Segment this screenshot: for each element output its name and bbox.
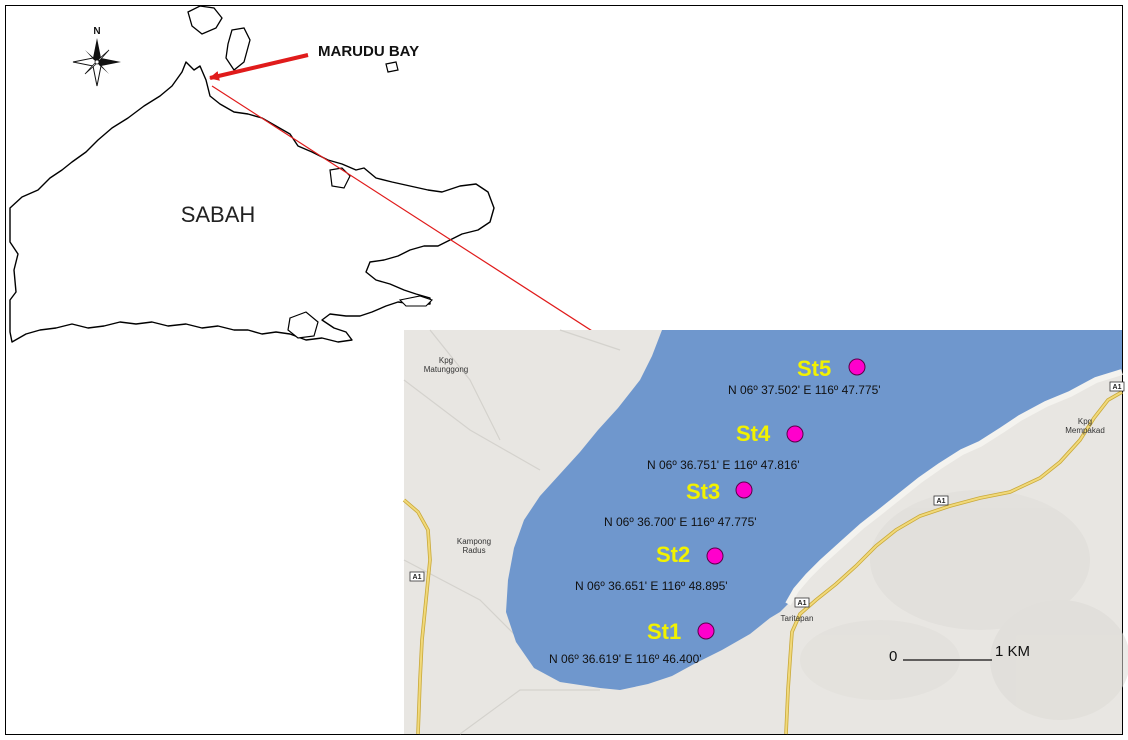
svg-text:N 06º 36.619' E 116º 46.400': N 06º 36.619' E 116º 46.400' [549, 652, 702, 666]
svg-text:St4: St4 [736, 421, 771, 446]
island-small-1 [385, 61, 399, 73]
road-badge-3: A1 [409, 571, 425, 582]
shoreline [785, 369, 1123, 606]
svg-text:N 06º 36.651' E 116º 48.895': N 06º 36.651' E 116º 48.895' [575, 579, 728, 593]
station-st1: St1 N 06º 36.619' E 116º 46.400' [549, 619, 715, 666]
svg-text:N 06º 37.502' E 116º 47.775': N 06º 37.502' E 116º 47.775' [728, 383, 881, 397]
sabah-overview-map: N SABAH MARUDU BAY [9, 5, 662, 376]
place-radus-line2: Radus [462, 546, 485, 555]
road-a1-west-fill [403, 499, 432, 735]
scale-bar: 0 1 KM [889, 643, 1030, 665]
sabah-landmass [9, 61, 495, 343]
scale-end-label: 1 KM [995, 643, 1030, 660]
place-taritapan: Taritapan [781, 614, 814, 623]
place-matunggong-line1: Kpg [439, 356, 453, 365]
island-north [187, 5, 223, 35]
svg-text:St5: St5 [797, 356, 831, 381]
svg-text:N 06º 36.700' E 116º 47.775': N 06º 36.700' E 116º 47.775' [604, 515, 757, 529]
place-matunggong-line2: Matunggong [424, 365, 468, 374]
svg-text:A1: A1 [413, 574, 422, 581]
callout-label: MARUDU BAY [318, 43, 419, 60]
station-st2: St2 N 06º 36.651' E 116º 48.895' [575, 542, 728, 593]
place-mempakad-line1: Kpg [1078, 417, 1092, 426]
island-small-3 [398, 295, 434, 307]
svg-text:St1: St1 [647, 619, 681, 644]
road-badge-2: A1 [933, 495, 949, 506]
road-a1-east-fill [785, 391, 1123, 735]
island-north-2 [225, 27, 251, 71]
callout-arrow [209, 53, 309, 81]
svg-text:A1: A1 [937, 498, 946, 505]
place-radus-line1: Kampong [457, 537, 491, 546]
station-st3: St3 N 06º 36.700' E 116º 47.775' [604, 479, 757, 529]
svg-text:A1: A1 [1113, 384, 1122, 391]
compass-north-label: N [93, 26, 100, 37]
svg-text:St3: St3 [686, 479, 720, 504]
svg-text:N 06º 36.751' E 116º 47.816': N 06º 36.751' E 116º 47.816' [647, 458, 800, 472]
road-badge-1: A1 [1109, 381, 1125, 392]
marudu-bay-water [506, 330, 1122, 690]
station-st5: St5 N 06º 37.502' E 116º 47.775' [728, 356, 881, 397]
inset-map: A1 A1 A1 A1 Kpg Matunggong Kpg Mempakad … [402, 329, 1128, 735]
region-label: SABAH [181, 202, 256, 227]
terrain-shading [800, 490, 1128, 720]
island-small-2 [287, 311, 319, 339]
compass-rose [72, 38, 121, 87]
station-st4: St4 N 06º 36.751' E 116º 47.816' [647, 421, 804, 472]
scale-start-label: 0 [889, 648, 897, 665]
svg-text:St2: St2 [656, 542, 690, 567]
svg-text:A1: A1 [798, 600, 807, 607]
road-badge-4: A1 [794, 597, 810, 608]
inset-pointer-line [211, 85, 662, 376]
place-mempakad-line2: Mempakad [1065, 426, 1105, 435]
